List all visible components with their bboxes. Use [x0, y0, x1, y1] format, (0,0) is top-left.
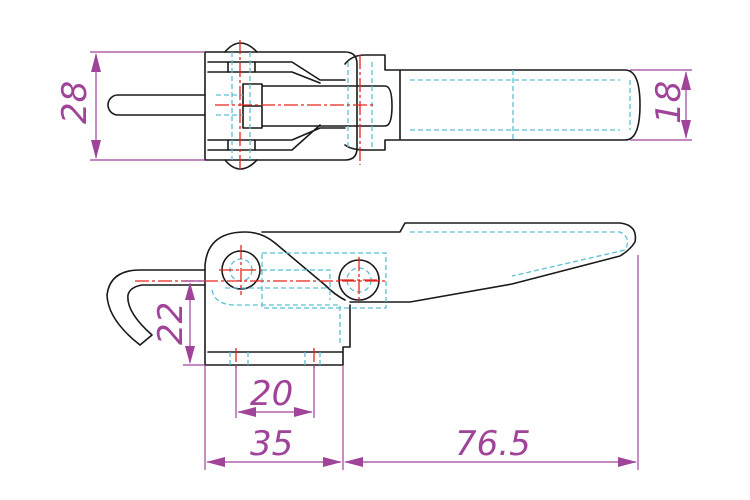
side-center-lines [135, 245, 385, 370]
dim-20-label: 20 [250, 374, 293, 414]
dim-28-label: 28 [55, 81, 95, 124]
side-view: 22 20 35 76.5 [106, 222, 639, 470]
top-ear-top [224, 42, 258, 73]
side-lever [261, 222, 637, 303]
side-hook [106, 269, 206, 346]
side-pivot-arc [274, 242, 346, 301]
arrow-icon [681, 71, 691, 139]
top-ear-bottom [224, 139, 258, 170]
dim-22-label: 22 [151, 302, 191, 345]
arrow-icon [185, 282, 195, 364]
dim-18-label: 18 [649, 81, 689, 124]
side-hidden-lines [211, 231, 629, 365]
arrow-icon [237, 407, 313, 417]
top-body-outline [204, 51, 358, 161]
top-inner-plates [207, 61, 346, 151]
side-body-outline [204, 231, 351, 366]
dim-35-76-lines [204, 255, 639, 470]
top-hex-nut [242, 83, 393, 129]
top-rod [107, 94, 206, 116]
top-view: 28 18 [55, 40, 692, 172]
top-handle [344, 54, 641, 151]
top-hidden-lines [216, 52, 631, 160]
top-center-lines [215, 40, 375, 172]
dim-76-5-label: 76.5 [455, 424, 531, 464]
dim-35-label: 35 [250, 424, 293, 464]
